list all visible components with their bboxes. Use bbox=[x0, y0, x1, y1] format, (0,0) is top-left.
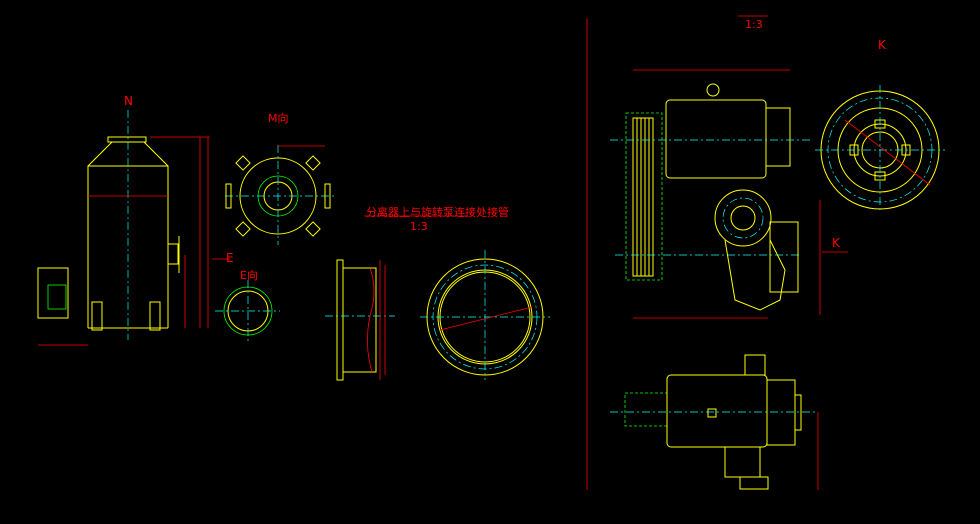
view-n-label: N bbox=[124, 94, 133, 108]
view-e-label: E向 bbox=[240, 269, 258, 282]
separator-vessel bbox=[37, 110, 230, 346]
view-m-label: M向 bbox=[268, 112, 289, 125]
view-k-label: K bbox=[878, 38, 886, 52]
pump-bottom-view bbox=[610, 354, 819, 490]
nozzle-scale: 1:3 bbox=[410, 220, 428, 233]
nozzle-section bbox=[325, 215, 468, 381]
view-k bbox=[815, 85, 945, 210]
pump-scale: 1:3 bbox=[745, 18, 763, 31]
pump-assembly bbox=[610, 15, 848, 319]
view-k-arrow-label: K bbox=[832, 236, 840, 250]
view-e bbox=[215, 280, 280, 342]
nozzle-title: 分离器上与旋转泵连接处接管 bbox=[366, 206, 509, 219]
view-m bbox=[225, 145, 335, 245]
nozzle-flange bbox=[420, 250, 550, 380]
view-e-arrow-label: E bbox=[226, 251, 234, 265]
